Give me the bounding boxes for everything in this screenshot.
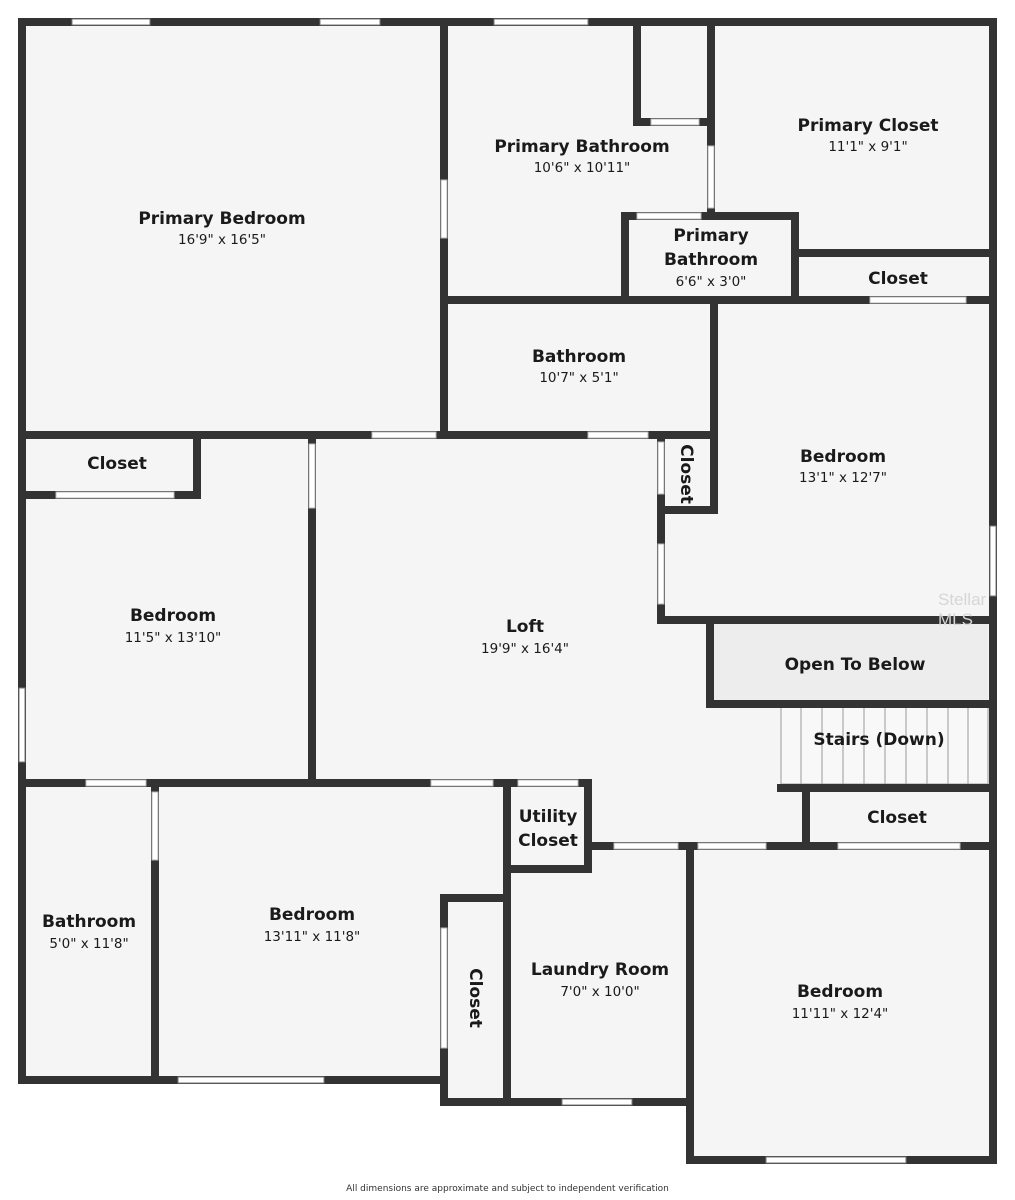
room-bedroom-left: Bedroom 11'5" x 13'10" <box>125 606 222 646</box>
windows <box>18 18 997 1164</box>
room-name: Closet <box>87 454 147 474</box>
room-bathroom-lower-left: Bathroom 5'0" x 11'8" <box>42 912 136 952</box>
room-loft: Loft 19'9" x 16'4" <box>481 617 569 657</box>
room-open-to-below: Open To Below <box>785 655 926 675</box>
room-primary-closet: Primary Closet 11'1" x 9'1" <box>798 116 939 155</box>
room-name: Closet <box>676 444 696 504</box>
room-name: Bedroom <box>130 606 216 626</box>
room-name: Stairs (Down) <box>813 730 944 750</box>
room-dimensions: 11'11" x 12'4" <box>792 1006 889 1022</box>
room-dimensions: 11'1" x 9'1" <box>828 139 907 155</box>
room-name: Closet <box>465 968 485 1028</box>
room-stairs: Stairs (Down) <box>813 730 944 750</box>
room-utility-closet: Utility Closet <box>518 807 578 851</box>
room-bedroom-right: Bedroom 13'1" x 12'7" <box>799 447 887 486</box>
room-name: Bedroom <box>800 447 886 467</box>
room-name: Primary Bathroom <box>494 137 669 157</box>
room-dimensions: 11'5" x 13'10" <box>125 630 222 646</box>
room-closet-vertical-mid: Closet <box>676 444 696 504</box>
room-closet-left: Closet <box>87 454 147 474</box>
room-name: Loft <box>506 617 544 637</box>
room-dimensions: 13'1" x 12'7" <box>799 470 887 486</box>
room-laundry-room: Laundry Room 7'0" x 10'0" <box>531 960 669 1000</box>
room-name: Primary Closet <box>798 116 939 136</box>
room-closet-lower-right: Closet <box>867 808 927 828</box>
open-to-below-area <box>714 624 988 702</box>
room-dimensions: 13'11" x 11'8" <box>264 929 361 945</box>
room-dimensions: 10'7" x 5'1" <box>539 370 618 386</box>
room-name: Bedroom <box>269 905 355 925</box>
room-name: Closet <box>867 808 927 828</box>
room-closet-upper-right: Closet <box>868 269 928 289</box>
room-name: Primary Bedroom <box>138 209 305 229</box>
disclaimer-footer: All dimensions are approximate and subje… <box>346 1184 669 1194</box>
room-name-line2: Closet <box>518 831 578 851</box>
room-dimensions: 7'0" x 10'0" <box>560 984 639 1000</box>
door-openings <box>55 118 967 1049</box>
room-bathroom-mid: Bathroom 10'7" x 5'1" <box>532 347 626 386</box>
room-name: Bathroom <box>42 912 136 932</box>
room-name: Bathroom <box>532 347 626 367</box>
room-name-line2: Bathroom <box>664 250 758 270</box>
room-dimensions: 5'0" x 11'8" <box>49 936 128 952</box>
room-bedroom-lower-mid: Bedroom 13'11" x 11'8" <box>264 905 361 945</box>
room-primary-bathroom: Primary Bathroom 10'6" x 10'11" <box>494 137 669 176</box>
room-closet-vertical-lower: Closet <box>465 968 485 1028</box>
room-primary-bedroom: Primary Bedroom 16'9" x 16'5" <box>138 209 305 248</box>
room-dimensions: 19'9" x 16'4" <box>481 641 569 657</box>
room-name: Laundry Room <box>531 960 669 980</box>
stairs-treads <box>780 705 989 785</box>
room-name-line1: Utility <box>519 807 578 827</box>
room-name: Bedroom <box>797 982 883 1002</box>
room-name: Closet <box>868 269 928 289</box>
room-name: Open To Below <box>785 655 926 675</box>
room-dimensions: 6'6" x 3'0" <box>676 274 747 290</box>
room-primary-bathroom-small: Primary Bathroom 6'6" x 3'0" <box>664 226 758 290</box>
watermark: Stellar MLS <box>938 590 987 629</box>
room-name-line1: Primary <box>673 226 748 246</box>
room-dimensions: 16'9" x 16'5" <box>178 232 266 248</box>
room-dimensions: 10'6" x 10'11" <box>534 160 631 176</box>
room-bedroom-lower-right: Bedroom 11'11" x 12'4" <box>792 982 889 1022</box>
